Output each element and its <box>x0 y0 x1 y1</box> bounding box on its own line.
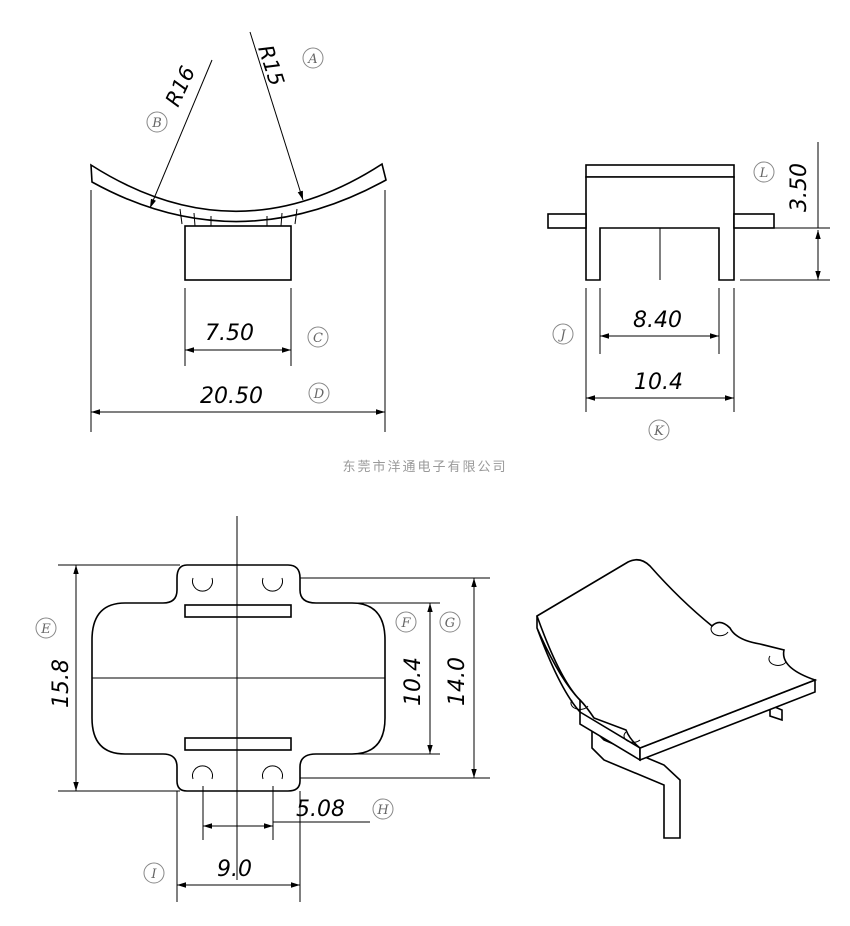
label-a: A <box>307 52 317 67</box>
arc-body <box>90 162 387 223</box>
label-k: K <box>653 424 665 439</box>
dim-10-4-bottom: 10.4 <box>401 657 426 706</box>
label-e: E <box>40 622 51 637</box>
label-c: C <box>313 331 323 346</box>
dim-20-50: 20.50 <box>200 384 263 409</box>
label-h: H <box>376 803 389 818</box>
leg-block <box>184 225 292 281</box>
dim-r15: R15 <box>253 42 289 89</box>
front-view: 7.50 C 20.50 D R16 B R15 A <box>90 31 387 432</box>
dim-5-08: 5.08 <box>296 797 345 822</box>
dim-10-4-side: 10.4 <box>634 370 683 395</box>
isometric-view <box>536 558 818 839</box>
top-view: 15.8 E 10.4 F 14.0 G 5.08 H 9.0 I <box>35 516 490 902</box>
label-g: G <box>445 616 455 631</box>
label-d: D <box>313 387 325 402</box>
leader-r15 <box>249 31 304 201</box>
dim-14-0: 14.0 <box>445 657 470 706</box>
dim-7-50: 7.50 <box>205 321 254 346</box>
label-b: B <box>151 116 162 131</box>
label-i: I <box>150 867 157 882</box>
dim-15-8: 15.8 <box>49 659 74 708</box>
dim-9-0: 9.0 <box>217 857 252 882</box>
dim-8-40: 8.40 <box>633 308 682 333</box>
label-j: J <box>557 328 566 343</box>
label-l: L <box>759 166 769 181</box>
manufacturer-name: 东莞市洋通电子有限公司 <box>342 459 507 475</box>
dim-3-50: 3.50 <box>787 163 812 212</box>
side-view: 8.40 J 10.4 K 3.50 L <box>547 142 830 441</box>
iso-top-face <box>536 558 818 749</box>
leader-r16 <box>149 59 213 209</box>
label-f: F <box>400 616 411 631</box>
